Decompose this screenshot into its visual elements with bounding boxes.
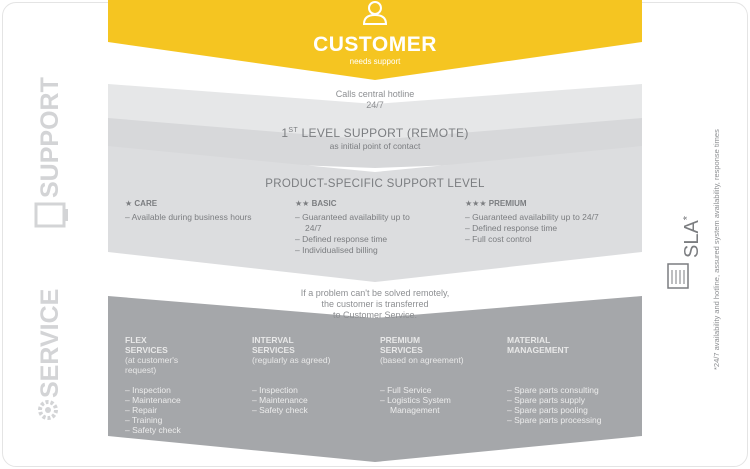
list-item: – Repair (125, 405, 158, 415)
list-item: – Inspection (252, 385, 298, 395)
sla-asterisk: * (681, 215, 694, 221)
list-item: – Maintenance (125, 395, 181, 405)
material-heading-1: MATERIAL (507, 335, 551, 345)
sla-note: *24/7 availability and hotline, assured … (712, 129, 721, 370)
list-item: – Guaranteed availability up to 24/7 (295, 212, 410, 233)
care-name: CARE (134, 199, 158, 208)
flex-sub: (at customer's request) (125, 355, 179, 375)
list-item: – Maintenance (252, 395, 308, 405)
list-item: – Inspection (125, 385, 171, 395)
list-item: – Safety check (252, 405, 308, 415)
person-icon (362, 1, 388, 25)
customer-chevron (108, 0, 642, 80)
first-level-subtitle: as initial point of contact (329, 141, 421, 151)
premium-list: – Guaranteed availability up to 24/7 – D… (465, 212, 600, 245)
flex-list: – Inspection – Maintenance – Repair – Tr… (125, 385, 235, 435)
basic-stars: ★★ (295, 199, 310, 208)
service-side-label: SERVICE (36, 288, 64, 398)
list-item: – Spare parts processing (507, 415, 602, 425)
flex-heading-1: FLEX (125, 335, 147, 345)
list-item: – Individualised billing (295, 245, 378, 255)
premium-svc-heading-2: SERVICES (380, 345, 423, 355)
hotline-line1: Calls central hotline (335, 89, 415, 99)
list-item: – Full cost control (465, 234, 532, 244)
list-item: – Defined response time (465, 223, 558, 233)
sla-text: SLA (681, 220, 703, 258)
care-column: ★ CARE – Available during business hours (125, 199, 265, 223)
interval-list: – Inspection – Maintenance – Safety chec… (252, 385, 372, 415)
basic-list: – Guaranteed availability up to 24/7 – D… (295, 212, 425, 256)
list-item: – Spare parts supply (507, 395, 585, 405)
list-item: – Defined response time (295, 234, 388, 244)
list-item: – Training (125, 415, 163, 425)
sla-label: SLA* (681, 216, 704, 258)
premium-services-column: PREMIUM SERVICES (based on agreement) – … (380, 335, 500, 415)
premium-svc-sub: (based on agreement) (380, 355, 464, 365)
premium-heading: ★★★ PREMIUM (465, 199, 600, 208)
transfer-text: If a problem can't be solved remotely, t… (260, 288, 490, 321)
first-level-sup: ST (288, 127, 298, 134)
monitor-icon (34, 202, 68, 228)
care-stars: ★ (125, 199, 133, 208)
basic-name: BASIC (311, 199, 337, 208)
interval-services-column: INTERVAL SERVICES (regularly as agreed) … (252, 335, 372, 415)
document-icon (667, 263, 689, 289)
list-item: – Spare parts pooling (507, 405, 588, 415)
premium-column: ★★★ PREMIUM – Guaranteed availability up… (465, 199, 600, 245)
care-heading: ★ CARE (125, 199, 265, 208)
service-chevron (108, 296, 642, 462)
hotline-chevron (108, 84, 642, 142)
transfer-line2: the customer is transferred (321, 299, 429, 309)
hotline-line2: 24/7 (366, 100, 384, 110)
product-level-title: PRODUCT-SPECIFIC SUPPORT LEVEL (265, 178, 485, 190)
premium-stars: ★★★ (465, 199, 487, 208)
first-level-prefix: 1 (281, 126, 289, 140)
transfer-line1: If a problem can't be solved remotely, (300, 288, 450, 298)
customer-title: CUSTOMER (313, 33, 437, 56)
interval-heading-1: INTERVAL (252, 335, 294, 345)
flex-heading-2: SERVICES (125, 345, 168, 355)
hotline-text: Calls central hotline 24/7 (275, 89, 475, 111)
list-item: – Guaranteed availability up to 24/7 (465, 212, 599, 222)
basic-heading: ★★ BASIC (295, 199, 425, 208)
premium-svc-heading-1: PREMIUM (380, 335, 421, 345)
interval-heading-2: SERVICES (252, 345, 295, 355)
care-list: – Available during business hours (125, 212, 265, 223)
transfer-line3: to Customer Service. (332, 310, 418, 320)
first-level-rest: LEVEL SUPPORT (REMOTE) (297, 126, 469, 140)
support-side-label: SUPPORT (36, 77, 64, 198)
customer-subtitle: needs support (349, 57, 401, 66)
interval-sub: (regularly as agreed) (252, 355, 331, 365)
premium-svc-list: – Full Service – Logistics System Manage… (380, 385, 500, 415)
list-item: – Logistics System Management (380, 395, 451, 415)
material-heading-2: MANAGEMENT (507, 345, 569, 355)
material-management-column: MATERIAL MANAGEMENT – Spare parts consul… (507, 335, 632, 425)
list-item: – Full Service (380, 385, 432, 395)
gear-icon (38, 400, 58, 420)
product-level-chevron (108, 146, 642, 282)
list-item: – Safety check (125, 425, 181, 435)
list-item: – Available during business hours (125, 212, 252, 222)
first-level-band (108, 118, 642, 168)
first-level-title: 1ST LEVEL SUPPORT (REMOTE) (200, 126, 550, 140)
list-item: – Spare parts consulting (507, 385, 599, 395)
flex-services-column: FLEX SERVICES (at customer's request) – … (125, 335, 235, 435)
basic-column: ★★ BASIC – Guaranteed availability up to… (295, 199, 425, 256)
material-list: – Spare parts consulting – Spare parts s… (507, 385, 632, 425)
premium-name: PREMIUM (488, 199, 527, 208)
